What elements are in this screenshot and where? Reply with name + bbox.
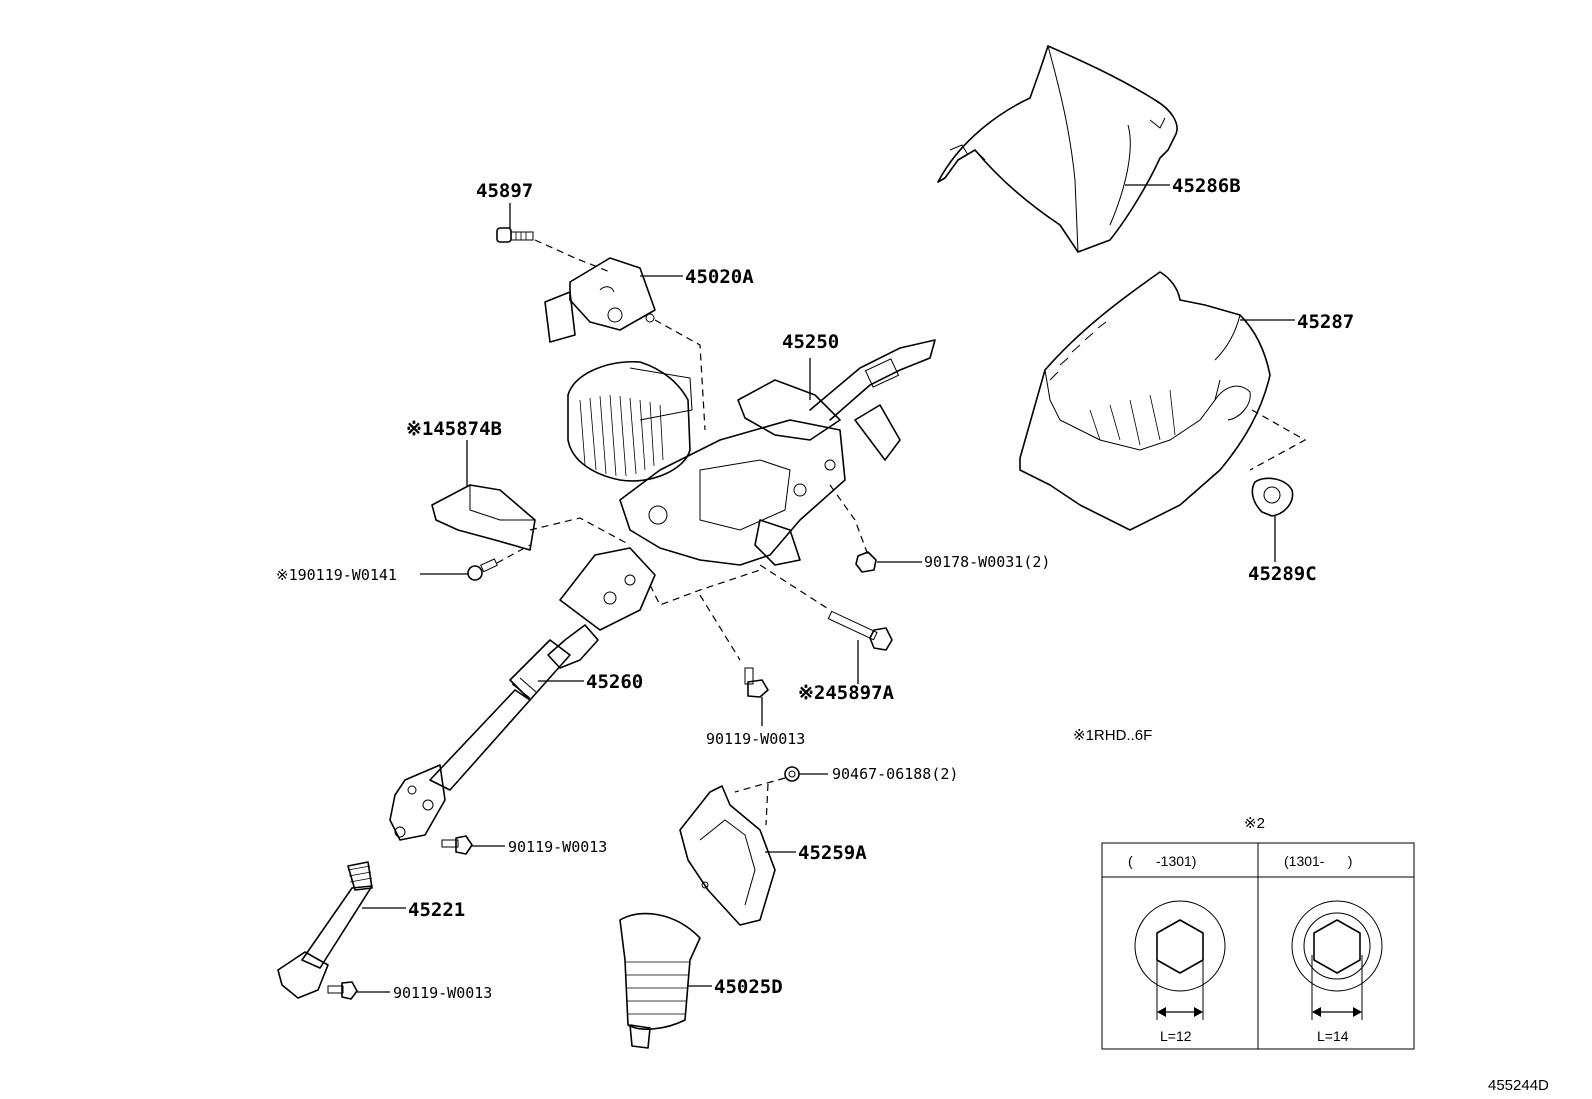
table-marker: ※2 (1244, 815, 1265, 832)
clip-90467[interactable] (784, 766, 800, 782)
label-45020a: 45020A (685, 266, 754, 288)
bolt-90119-w0013-center[interactable] (744, 667, 769, 698)
boot-45025d[interactable] (619, 912, 701, 1049)
lock-bracket[interactable] (544, 257, 656, 343)
diagram-id: 455244D (1488, 1077, 1549, 1094)
rhd-cover-45874b[interactable] (431, 484, 536, 551)
label-90467: 90467-06188(2) (832, 765, 958, 783)
label-90119-w0141: ※190119-W0141 (276, 566, 397, 584)
table-col2-header: (1301- ) (1284, 853, 1352, 869)
bolt-length-table (1101, 842, 1415, 1050)
label-45221: 45221 (408, 899, 465, 921)
table-col1-value: L=12 (1160, 1028, 1192, 1044)
label-45286b: 45286B (1172, 175, 1241, 197)
label-45250: 45250 (782, 331, 839, 353)
table-col1-header: ( -1301) (1128, 853, 1196, 869)
label-45287: 45287 (1297, 311, 1354, 333)
intermediate-shaft[interactable] (389, 547, 656, 841)
label-45289c: 45289C (1248, 563, 1317, 585)
label-45897: 45897 (476, 180, 533, 202)
label-90119-w0013-left: 90119-W0013 (508, 838, 607, 856)
bolt-90119-w0013-left[interactable] (441, 835, 473, 855)
cover-plug[interactable] (1251, 477, 1294, 517)
boot-cover-45259a[interactable] (679, 785, 776, 926)
label-90178: 90178-W0031(2) (924, 553, 1050, 571)
note-rhd: ※1RHD..6F (1073, 727, 1152, 744)
lower-column-cover[interactable] (1019, 271, 1271, 531)
label-45025d: 45025D (714, 976, 783, 998)
label-90119-w0013-center: 90119-W0013 (706, 730, 805, 748)
bolt-90119-w0013-bottom[interactable] (327, 981, 358, 1000)
bolt-90119-w0141[interactable] (467, 558, 498, 581)
upper-column-cover[interactable] (937, 45, 1178, 253)
label-45259a: 45259A (798, 842, 867, 864)
label-90119-w0013-bottom: 90119-W0013 (393, 984, 492, 1002)
table-col2-value: L=14 (1317, 1028, 1349, 1044)
steering-shaft-45221[interactable] (277, 861, 373, 999)
steering-column-assembly[interactable] (567, 339, 936, 566)
bolt-45897a[interactable] (827, 610, 893, 651)
label-45260: 45260 (586, 671, 643, 693)
label-45897a: ※245897A (798, 682, 895, 704)
label-45874b: ※145874B (406, 418, 502, 440)
bolt-45897[interactable] (496, 227, 534, 243)
nut-90178[interactable] (855, 551, 877, 573)
